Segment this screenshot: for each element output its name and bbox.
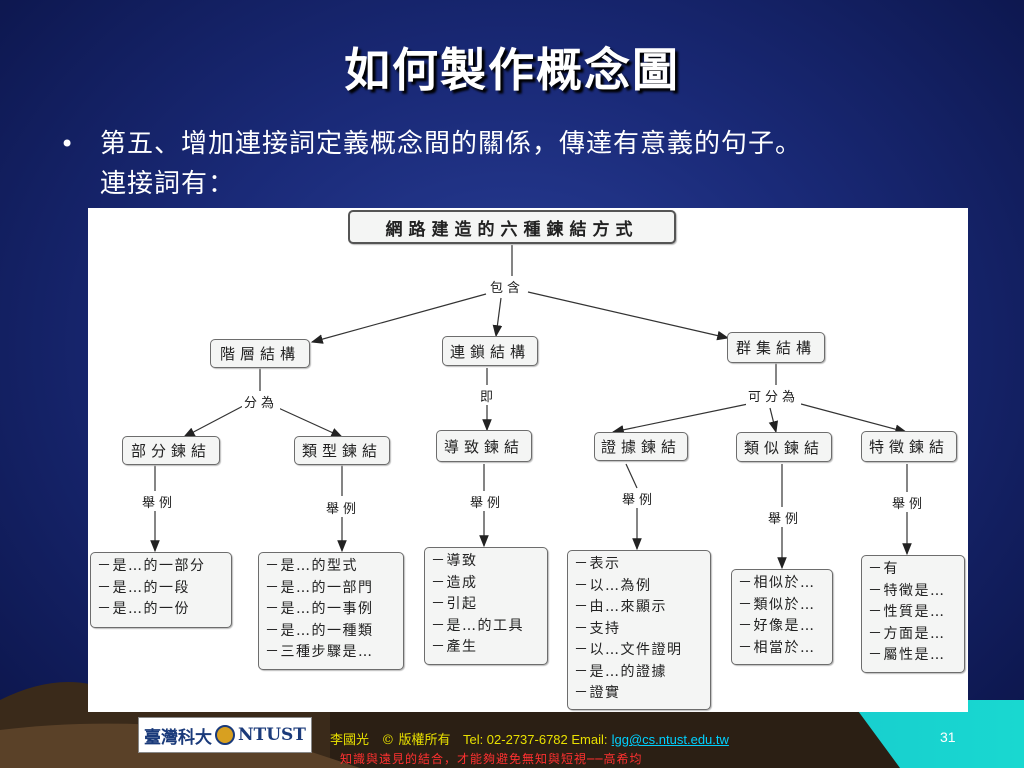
example-item: －是…的一事例 <box>265 601 374 617</box>
root-concept: 網路建造的六種鍊結方式 <box>348 210 676 244</box>
examples-part-link: －是…的一部分 －是…的一段 －是…的一份 <box>90 552 232 628</box>
link-label-namely: 即 <box>478 386 500 405</box>
example-item: －是…的一份 <box>97 601 190 617</box>
connector-to-cluster <box>527 291 730 341</box>
link-label-example: 舉例 <box>140 492 179 511</box>
example-item: －引起 <box>431 596 478 612</box>
example-item: －導致 <box>431 553 478 569</box>
link-label-can-divide: 可分為 <box>746 386 802 405</box>
example-item: －是…的一種類 <box>265 622 374 639</box>
logo-english: NTUST <box>238 725 306 745</box>
concept-evidence-link: 證據鍊結 <box>594 432 688 461</box>
logo-emblem-icon <box>215 725 236 745</box>
examples-evidence-link: －表示 －以…為例 －由…來顯示 －支持 －以…文件證明 －是…的證據 －證實 <box>567 550 711 710</box>
examples-similar-link: －相似於… －類似於… －好像是… －相當於… <box>731 569 833 665</box>
concept-map: 網路建造的六種鍊結方式 包含 階層結構 連鎖結構 群集結構 分為 即 可分為 部… <box>88 208 968 712</box>
link-label-example: 舉例 <box>468 492 507 511</box>
example-item: －產生 <box>431 639 478 655</box>
connector-to-chain <box>492 297 503 338</box>
example-item: －類似於… <box>738 596 816 613</box>
concept-cluster-structure: 群集結構 <box>727 332 825 363</box>
example-item: －以…為例 <box>574 577 652 594</box>
bullet-line-2: 連接詞有： <box>100 169 236 199</box>
connector-to-similar <box>768 407 779 434</box>
concept-chain-structure: 連鎖結構 <box>442 336 538 366</box>
example-item: －好像是… <box>738 618 816 634</box>
example-item: －特徵是… <box>868 582 946 599</box>
concept-similar-link: 類似鍊結 <box>736 432 832 462</box>
concept-type-link: 類型鍊結 <box>294 436 390 465</box>
footer-author: 李國光 <box>330 733 370 748</box>
logo-chinese: 臺灣科大 <box>144 727 213 748</box>
page-number: 31 <box>940 729 956 745</box>
example-item: －支持 <box>574 620 621 637</box>
footer-email-link[interactable]: lgg@cs.ntust.edu.tw <box>611 732 729 747</box>
footer-tel: Tel: 02-2737-6782 Email: <box>462 732 608 747</box>
connector-to-part <box>182 405 244 438</box>
examples-feature-link: －有 －特徵是… －性質是… －方面是… －屬性是… <box>861 555 965 673</box>
examples-type-link: －是…的型式 －是…的一部門 －是…的一事例 －是…的一種類 －三種步驟是… <box>258 552 404 670</box>
example-item: －有 <box>868 561 899 577</box>
example-item: －屬性是… <box>868 647 946 663</box>
bullet-text: 第五、增加連接詞定義概念間的關係，傳達有意義的句子。 連接詞有： <box>100 124 1000 204</box>
example-item: －性質是… <box>868 604 946 620</box>
slide-title: 如何製作概念圖 <box>344 43 680 97</box>
footer-contact: 李國光 © 版權所有 Tel: 02-2737-6782 Email: lgg@… <box>330 729 729 748</box>
example-item: －證實 <box>574 685 621 701</box>
connector-to-evidence <box>611 403 749 435</box>
link-label-example: 舉例 <box>890 493 929 512</box>
example-item: －三種步驟是… <box>265 644 374 660</box>
example-item: －造成 <box>431 574 478 591</box>
connector-to-type <box>273 405 344 438</box>
link-label-example: 舉例 <box>620 489 659 508</box>
example-item: －是…的一部門 <box>265 579 374 596</box>
bullet-line-1: 第五、增加連接詞定義概念間的關係，傳達有意義的句子。 <box>100 129 803 159</box>
example-item: －是…的型式 <box>265 558 358 574</box>
footer-copyright: © 版權所有 <box>381 733 451 748</box>
connector-to-hierarchy <box>310 293 487 344</box>
link-label-contains: 包含 <box>488 277 527 296</box>
link-label-example: 舉例 <box>766 508 805 527</box>
examples-cause-link: －導致 －造成 －引起 －是…的工具 －產生 <box>424 547 548 665</box>
concept-hierarchy-structure: 階層結構 <box>210 339 310 368</box>
concept-feature-link: 特徵鍊結 <box>861 431 957 462</box>
example-item: －是…的一段 <box>97 579 190 596</box>
concept-part-link: 部分鍊結 <box>122 436 220 465</box>
example-item: －是…的證據 <box>574 663 667 680</box>
link-label-divided: 分為 <box>242 392 281 411</box>
footer-motto: 知識與遠見的結合，才能夠避免無知與短視──高希均 <box>340 752 643 766</box>
concept-cause-link: 導致鍊結 <box>436 430 532 462</box>
bullet-point-icon: • <box>60 130 75 158</box>
connector-to-feature <box>800 403 908 434</box>
example-item: －表示 <box>574 556 621 572</box>
university-logo: 臺灣科大 NTUST <box>138 717 312 753</box>
example-item: －是…的一部分 <box>97 558 206 574</box>
example-item: －是…的工具 <box>431 617 524 634</box>
example-item: －方面是… <box>868 625 946 642</box>
example-item: －相當於… <box>738 639 816 656</box>
example-item: －以…文件證明 <box>574 642 683 658</box>
concept-map-connectors <box>150 245 912 570</box>
link-label-example: 舉例 <box>324 498 363 517</box>
example-item: －由…來顯示 <box>574 599 667 615</box>
example-item: －相似於… <box>738 575 816 591</box>
